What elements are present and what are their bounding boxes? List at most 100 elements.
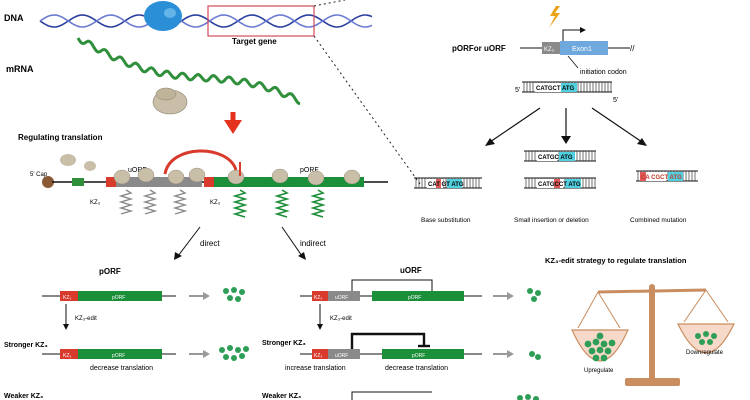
small-indel-label: Small insertion or deletion <box>514 217 589 224</box>
protein-dot-1 <box>695 333 701 339</box>
ribosome-8 <box>343 169 361 185</box>
indirect-arrow-head <box>298 252 306 260</box>
polymerase-highlight <box>164 8 176 18</box>
five-cap-label: 5' Cap <box>30 172 48 178</box>
base-substitution-label: Base substitution <box>421 217 471 224</box>
combined-mutation-label: Combined mutation <box>630 217 687 224</box>
uorf-increase-label: increase translation <box>285 365 346 372</box>
protein-dot-3 <box>600 340 608 348</box>
seq-main-bg <box>535 83 561 92</box>
seq-indel-bottom-atg <box>565 179 581 188</box>
target-gene-label: Target gene <box>232 37 277 46</box>
seq-indel-top-atg <box>559 152 575 161</box>
seq-base-bg <box>427 179 443 188</box>
uorf-label: uORF <box>128 167 147 174</box>
ribosome-free-2 <box>84 161 96 171</box>
red-down-arrow-head <box>224 120 242 134</box>
five-prime-right: 5' <box>613 97 618 104</box>
initiation-pointer <box>567 55 579 69</box>
regulating-translation-title: Regulating translation <box>18 133 103 142</box>
dna-double-helix <box>39 14 373 28</box>
scale-post <box>649 288 655 380</box>
porf-row2-arrow-head <box>203 350 210 358</box>
downregulate-label: Downregulate <box>686 350 724 356</box>
peptide-green-1 <box>232 189 248 218</box>
uorf-row2-uorf-text: uORF <box>335 353 348 359</box>
five-prime-left: 5' <box>515 87 520 94</box>
uorf-row1-porf-text: pORF <box>408 295 421 301</box>
seq-indel-bottom-bg <box>537 179 563 188</box>
branch-arrow-left <box>489 107 541 143</box>
exon1-box <box>560 41 608 55</box>
porf-row2-kz-text: KZ₃ <box>63 353 71 359</box>
scanning-ribosomes <box>113 167 361 186</box>
protein-dot-1 <box>517 395 523 400</box>
protein-dot-2 <box>231 287 237 293</box>
uorf-row2-kz <box>312 349 328 359</box>
porf-row1-porf <box>78 291 162 301</box>
protein-dot-2 <box>535 290 541 296</box>
nascent-peptide-green <box>232 189 326 218</box>
protein-dot-8 <box>592 354 600 362</box>
reinitiation-arc <box>163 149 238 175</box>
left-string-a <box>577 291 599 329</box>
dna-label: DNA <box>4 13 24 23</box>
exon1-text: Exon1 <box>572 46 592 53</box>
protein-dot-5 <box>707 339 713 345</box>
peptide-grey-2 <box>142 189 158 215</box>
tss-arrow-head <box>580 27 586 33</box>
protein-dot-1 <box>584 340 592 348</box>
porf-decrease-label: decrease translation <box>90 365 153 372</box>
target-gene-box <box>207 5 315 37</box>
protein-dot-1 <box>527 288 533 294</box>
porf-row2-kz <box>60 349 78 359</box>
uorf-title: uORF <box>400 266 422 275</box>
seq-indel-top-text: CATGC ATG <box>538 155 573 161</box>
ribosome-2 <box>137 167 155 183</box>
rna-polymerase <box>144 1 182 31</box>
uorf-row2-porf <box>382 349 464 359</box>
protein-dot-4 <box>699 339 705 345</box>
ribosome-6 <box>271 168 289 184</box>
seq-base-mut <box>436 179 441 188</box>
protein-dot-6 <box>596 346 604 354</box>
protein-dot-9 <box>600 354 608 362</box>
gene-break-mark: // <box>630 44 635 53</box>
lightning-icon <box>549 6 560 28</box>
protein-dot-3 <box>239 289 245 295</box>
uorf-row1-inhibit <box>351 279 433 296</box>
porf-row1-kz <box>60 291 78 301</box>
protein-dot-3 <box>711 333 717 339</box>
uorf-row2-inhibit <box>350 332 426 354</box>
uorf-segment <box>116 177 202 187</box>
uorf-row2-kz-text: KZ₃ <box>314 353 322 359</box>
uorf-row1-uorf <box>328 291 360 301</box>
protein-dot-1 <box>223 288 229 294</box>
zoom-dashed-line <box>313 35 421 185</box>
uorf-row2-arrow-head <box>507 350 514 358</box>
kz-left-box <box>106 177 116 187</box>
protein-dot-3 <box>531 296 537 302</box>
protein-dot-2 <box>227 345 233 351</box>
direct-arrow-head <box>174 252 182 260</box>
porf-uorf-label: pORFor uORF <box>452 44 506 53</box>
protein-dot-3 <box>235 347 241 353</box>
protein-dot-5 <box>235 296 241 302</box>
ribosome-7 <box>307 170 325 186</box>
direct-arrow <box>177 226 201 257</box>
uorf-stronger-kz-label: Stronger KZ₃ <box>262 340 306 347</box>
gene-kz-box <box>542 42 560 54</box>
porf-label: pORF <box>300 167 319 174</box>
protein-dot-4 <box>227 295 233 301</box>
protein-dot-2 <box>592 338 600 346</box>
dna-strand-b <box>39 14 373 28</box>
protein-dots-uorf-row3 <box>517 394 539 400</box>
scale-base <box>625 378 680 386</box>
uorf-row1-uorf-text: uORF <box>335 295 348 301</box>
uorf-weaker-kz-label: Weaker KZ₃ <box>262 393 301 400</box>
uorf-row2-uorf <box>328 349 360 359</box>
porf-edit-arrow-head <box>63 324 69 330</box>
protein-dot-7 <box>239 353 245 359</box>
indirect-label: indirect <box>300 239 327 248</box>
